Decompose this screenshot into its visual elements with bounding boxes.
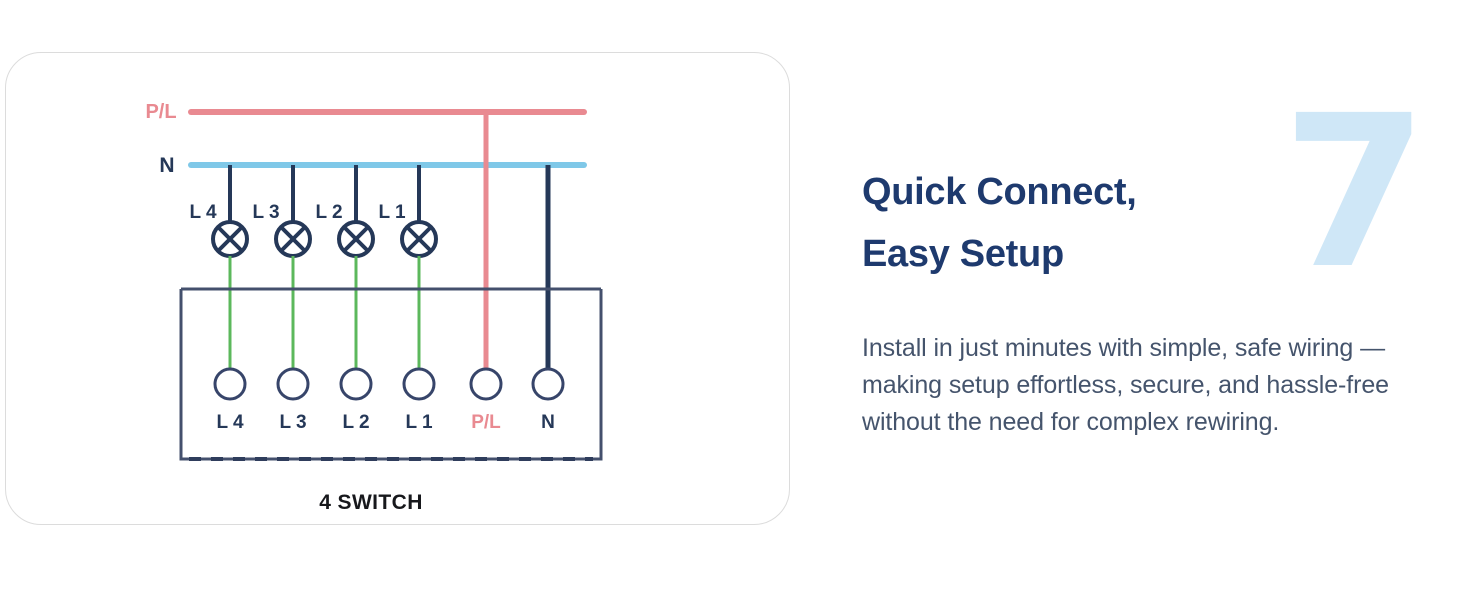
- wiring-diagram: P/L N L 4 L 3 L 2 L 1 L 4 L 3 L 2 L 1 P/…: [6, 53, 791, 526]
- terminal-circle-n[interactable]: [531, 367, 565, 401]
- terminal-label-l2: L 2: [342, 412, 369, 433]
- wiring-diagram-svg: P/L N L 4 L 3 L 2 L 1 L 4 L 3 L 2 L 1 P/…: [145, 101, 603, 514]
- lamp-label-l4: L 4: [189, 202, 217, 223]
- terminal-circle-l1[interactable]: [402, 367, 436, 401]
- neutral-bus-label: N: [159, 154, 174, 177]
- lamp-symbol-l2: [337, 220, 375, 258]
- step-number-watermark: 7: [1281, 70, 1428, 315]
- lamp-label-l2: L 2: [315, 202, 342, 223]
- terminal-label-pl: P/L: [471, 412, 501, 433]
- diagram-caption: 4 SWITCH: [319, 491, 423, 514]
- live-bus-label: P/L: [145, 101, 176, 123]
- page-title: Quick Connect, Easy Setup: [862, 171, 1137, 275]
- terminal-label-n: N: [541, 412, 555, 433]
- terminal-circle-pl[interactable]: [469, 367, 503, 401]
- lamp-label-l1: L 1: [378, 202, 406, 223]
- terminal-label-l4: L 4: [216, 412, 244, 433]
- lamp-symbol-l1: [400, 220, 438, 258]
- content-column: 7 Quick Connect, Easy Setup Install in j…: [862, 0, 1462, 600]
- terminal-label-l1: L 1: [405, 412, 433, 433]
- terminal-circle-l3[interactable]: [276, 367, 310, 401]
- wiring-diagram-card: P/L N L 4 L 3 L 2 L 1 L 4 L 3 L 2 L 1 P/…: [5, 52, 790, 525]
- description-text: Install in just minutes with simple, saf…: [862, 334, 1389, 436]
- terminal-circle-l4[interactable]: [213, 367, 247, 401]
- terminal-label-l3: L 3: [279, 412, 306, 433]
- lamp-label-l3: L 3: [252, 202, 279, 223]
- lamp-symbol-l3: [274, 220, 312, 258]
- lamp-symbol-l4: [211, 220, 249, 258]
- terminal-circle-l2[interactable]: [339, 367, 373, 401]
